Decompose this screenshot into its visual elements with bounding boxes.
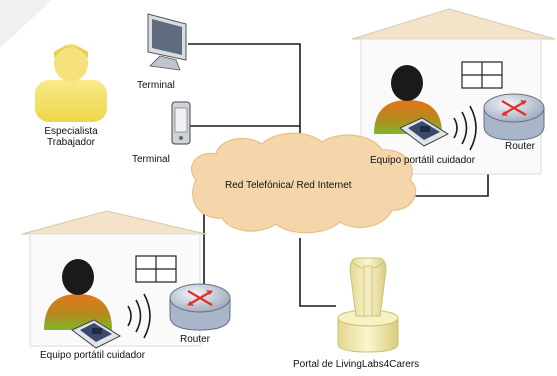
router-icon-left <box>169 283 231 331</box>
router-icon-right <box>483 93 545 141</box>
window-icon <box>135 255 177 283</box>
equipment-label-right: Equipo portátil cuidador <box>370 155 476 166</box>
cloud-label: Red Telefónica/ Red Internet <box>225 180 352 191</box>
terminal-desktop-label: Terminal <box>137 80 175 91</box>
router-label-right: Router <box>505 141 536 152</box>
corner-decoration <box>0 0 52 48</box>
line-cloud-portal <box>299 238 336 307</box>
portal-label: Portal de LivingLabs4Carers <box>293 359 420 370</box>
terminal-mobile-label: Terminal <box>132 154 170 165</box>
cloud-icon <box>190 132 417 234</box>
line-desktop-cloud <box>188 43 301 143</box>
equipment-label-left: Equipo portátil cuidador <box>40 350 146 361</box>
desktop-computer-icon <box>147 13 187 71</box>
specialist-person-icon <box>35 44 107 122</box>
wireless-signal-icon-right <box>453 105 477 151</box>
portal-tower-icon <box>337 257 399 353</box>
specialist-label-line1: Especialista <box>44 126 98 137</box>
wireless-signal-icon-left <box>127 293 151 339</box>
window-icon <box>461 61 503 89</box>
mobile-device-icon <box>171 101 191 145</box>
portable-device-icon-right <box>399 117 450 147</box>
specialist-label-line2: Trabajador <box>47 137 95 148</box>
router-label-left: Router <box>180 334 211 345</box>
portable-device-icon-left <box>71 319 122 349</box>
